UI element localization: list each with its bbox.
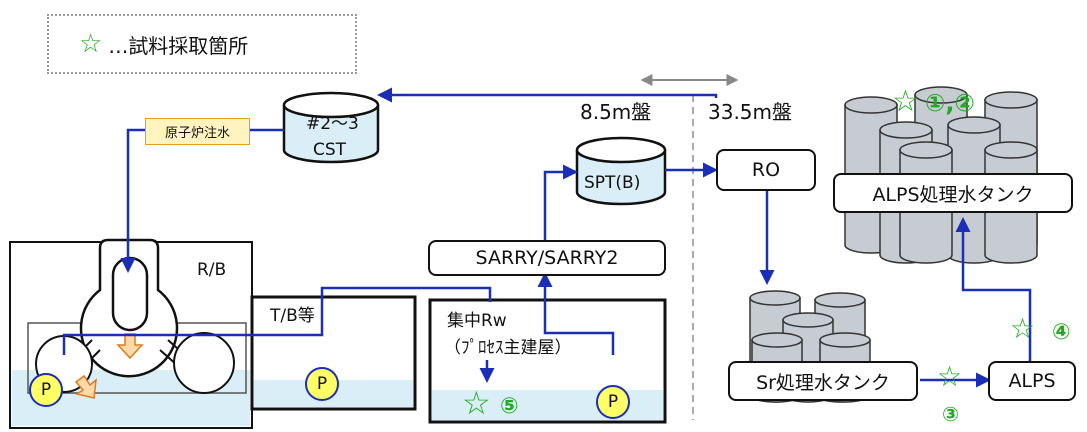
deck-335-label: 33.5m盤 (708, 100, 793, 124)
reactor-injection-tag: 原子炉注水 (145, 118, 250, 145)
pump-tb: P (305, 367, 339, 401)
tb-label: T/B等 (270, 306, 315, 326)
legend-box: ☆ …試料採取箇所 (47, 14, 357, 74)
sample-label-12: ①,② (925, 89, 975, 117)
pump-rw: P (596, 385, 630, 419)
sample-star-12-icon: ☆ (892, 84, 919, 119)
shuchu-label-line1: 集中Rw (447, 311, 507, 331)
sample-star-5-icon: ☆ (462, 384, 491, 422)
legend-text: …試料採取箇所 (108, 33, 249, 58)
alps-box: ALPS (988, 361, 1076, 401)
cst-tank (282, 91, 380, 119)
flow-lines (62, 87, 1032, 388)
sptb-tank (575, 136, 667, 164)
sample-label-4: ④ (1052, 320, 1071, 345)
deck-85-label: 8.5m盤 (580, 100, 652, 124)
pump-rb: P (29, 373, 63, 407)
torus-right (173, 332, 235, 394)
sample-star-3-icon: ☆ (937, 360, 963, 393)
sptb-label: SPT(B) (584, 173, 641, 193)
cst-label-line2: CST (313, 140, 347, 160)
sample-label-3: ③ (942, 402, 959, 426)
sarry-box: SARRY/SARRY2 (428, 240, 666, 276)
alps-tank-label: ALPS処理水タンク (833, 173, 1073, 213)
ro-box: RO (716, 149, 816, 191)
sample-star-4-icon: ☆ (1010, 312, 1036, 345)
reactor-pressure-vessel (111, 256, 149, 332)
leak-arrow-2 (74, 374, 97, 399)
shuchu-label-line2: （ﾌﾟﾛｾｽ主建屋） (444, 338, 572, 358)
cst-label-line1: #2～3 (306, 114, 359, 134)
sr-tank-label: Sr処理水タンク (728, 361, 918, 401)
rb-label: R/B (197, 260, 227, 280)
legend-star-icon: ☆ (79, 29, 103, 59)
sample-label-5: ⑤ (500, 394, 519, 419)
